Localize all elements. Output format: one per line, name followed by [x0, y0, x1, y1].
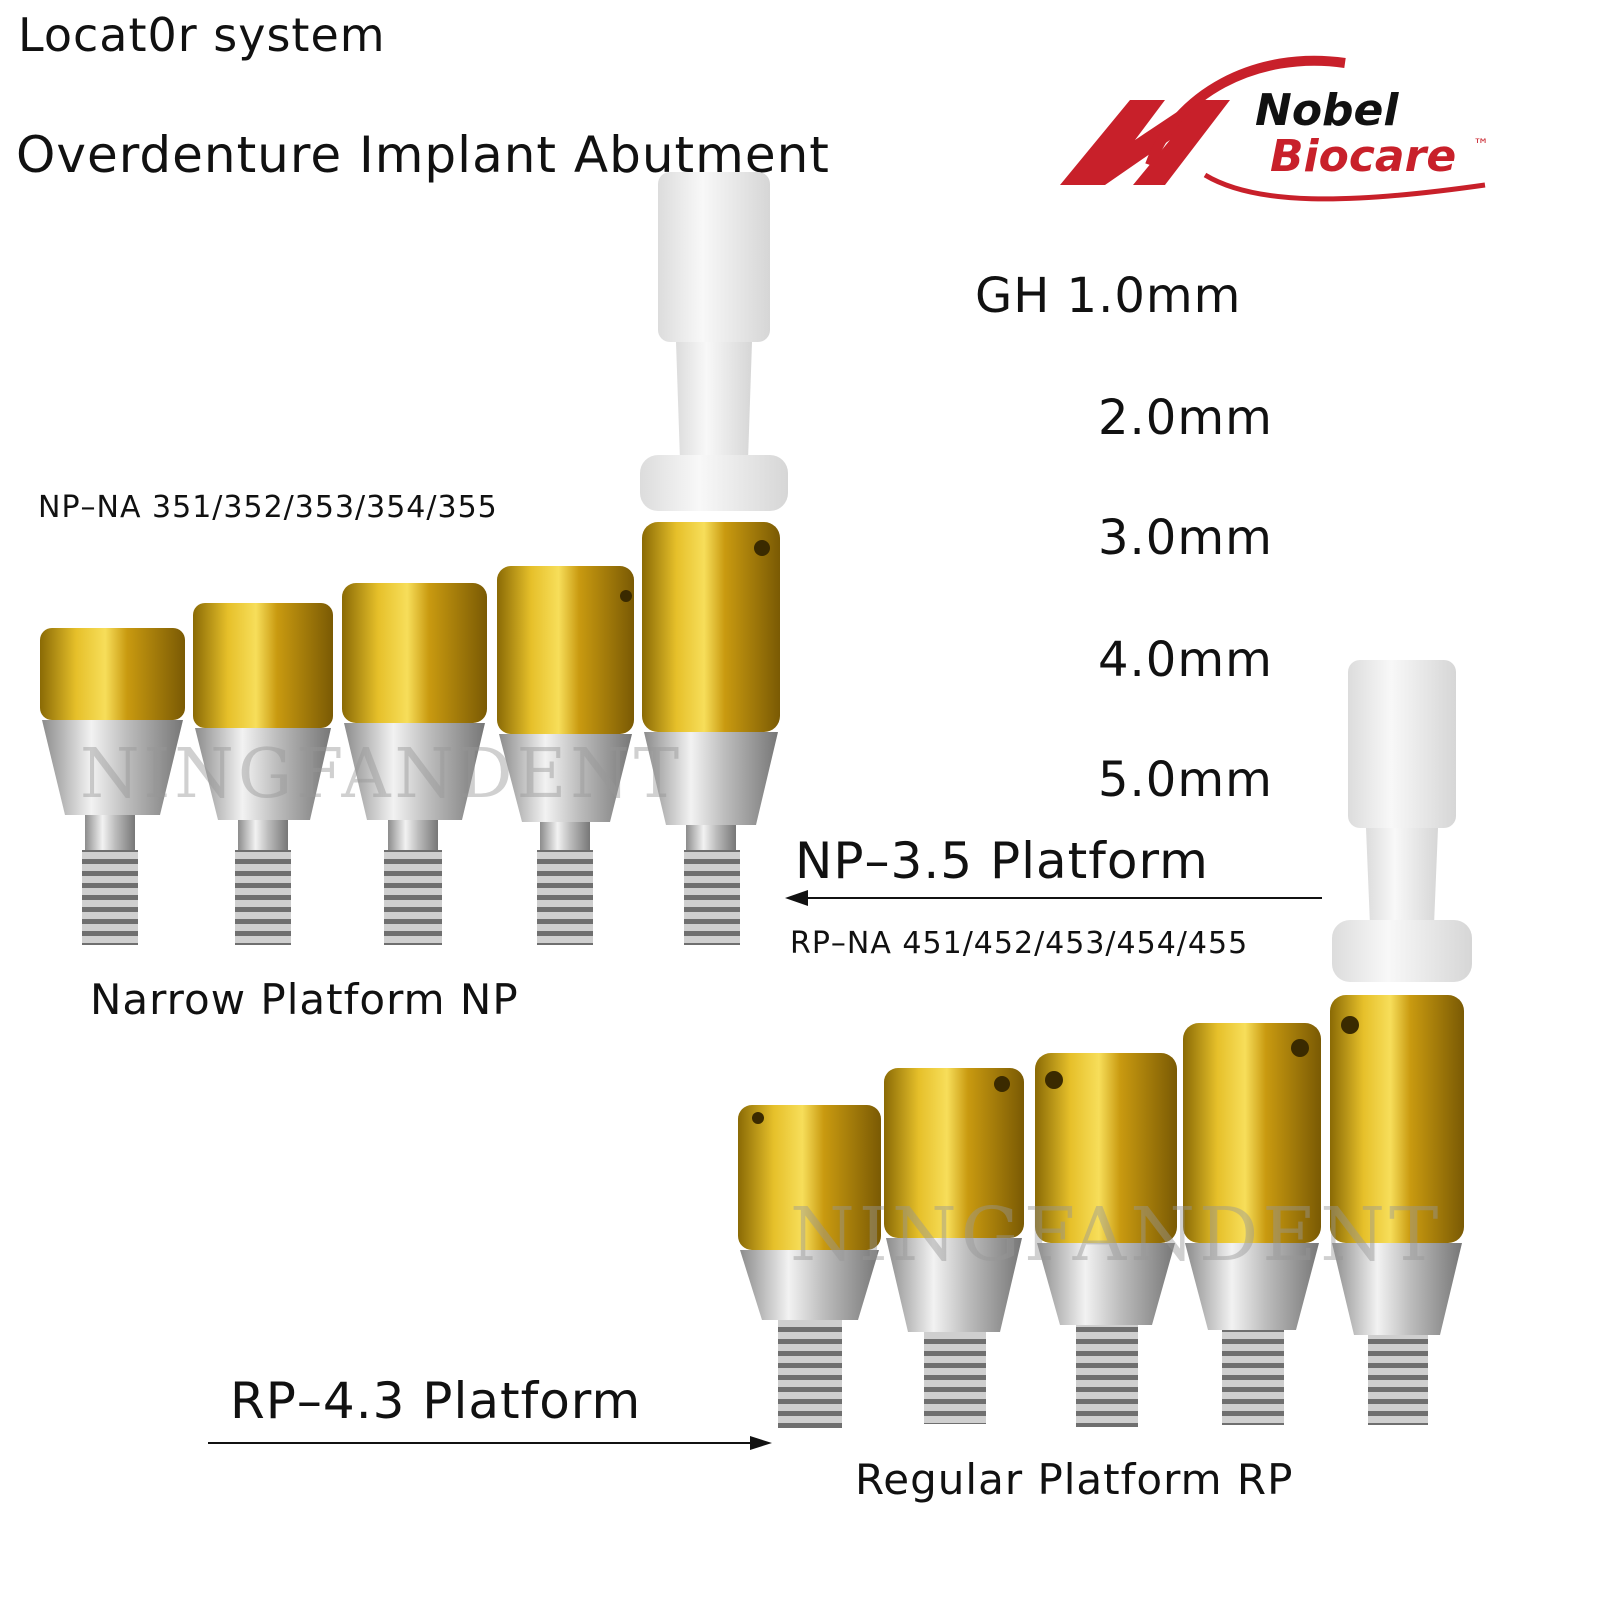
- rp-abutment-3: [1035, 1053, 1177, 1427]
- np-abutment-5: [642, 522, 780, 945]
- logo-mark-icon: [1060, 55, 1486, 202]
- rp-codes: RP–NA 451/452/453/454/455: [790, 926, 1249, 961]
- np-arrow-left: [785, 890, 1322, 906]
- gh-3: 3.0mm: [1098, 510, 1273, 566]
- gh-5: 5.0mm: [1098, 752, 1273, 808]
- rp-platform-label: RP–4.3 Platform: [230, 1372, 642, 1430]
- np-caption: Narrow Platform NP: [90, 975, 519, 1024]
- np-codes: NP–NA 351/352/353/354/355: [38, 490, 498, 525]
- np-abutment-4: [497, 566, 634, 945]
- rp-caption: Regular Platform RP: [855, 1455, 1294, 1504]
- watermark-top: NINGFANDENT: [80, 735, 684, 814]
- np-abutment-3: [342, 583, 487, 945]
- logo-name-line-1: Nobel: [1255, 85, 1399, 136]
- logo-name-line-2: Biocare: [1270, 131, 1457, 182]
- rp-abutment-2: [884, 1068, 1024, 1424]
- nobel-biocare-logo: Nobel Biocare ™: [1055, 55, 1505, 215]
- rp-arrow-right: [208, 1436, 772, 1450]
- np-nylon-cap: [640, 172, 788, 511]
- np-abutment-2: [193, 603, 333, 945]
- title-line-1: Locat0r system: [18, 8, 386, 62]
- logo-trademark: ™: [1473, 135, 1489, 154]
- rp-abutment-4: [1183, 1023, 1321, 1425]
- rp-abutment-1: [738, 1105, 881, 1428]
- rp-abutment-5: [1330, 995, 1464, 1425]
- watermark-bottom: NINGFANDENT: [790, 1192, 1443, 1278]
- gh-2: 2.0mm: [1098, 390, 1273, 446]
- np-abutment-1: [40, 628, 185, 945]
- gh-4: 4.0mm: [1098, 632, 1273, 688]
- rp-nylon-cap: [1332, 660, 1472, 982]
- gh-1: GH 1.0mm: [975, 268, 1242, 324]
- np-platform-label: NP–3.5 Platform: [795, 832, 1209, 890]
